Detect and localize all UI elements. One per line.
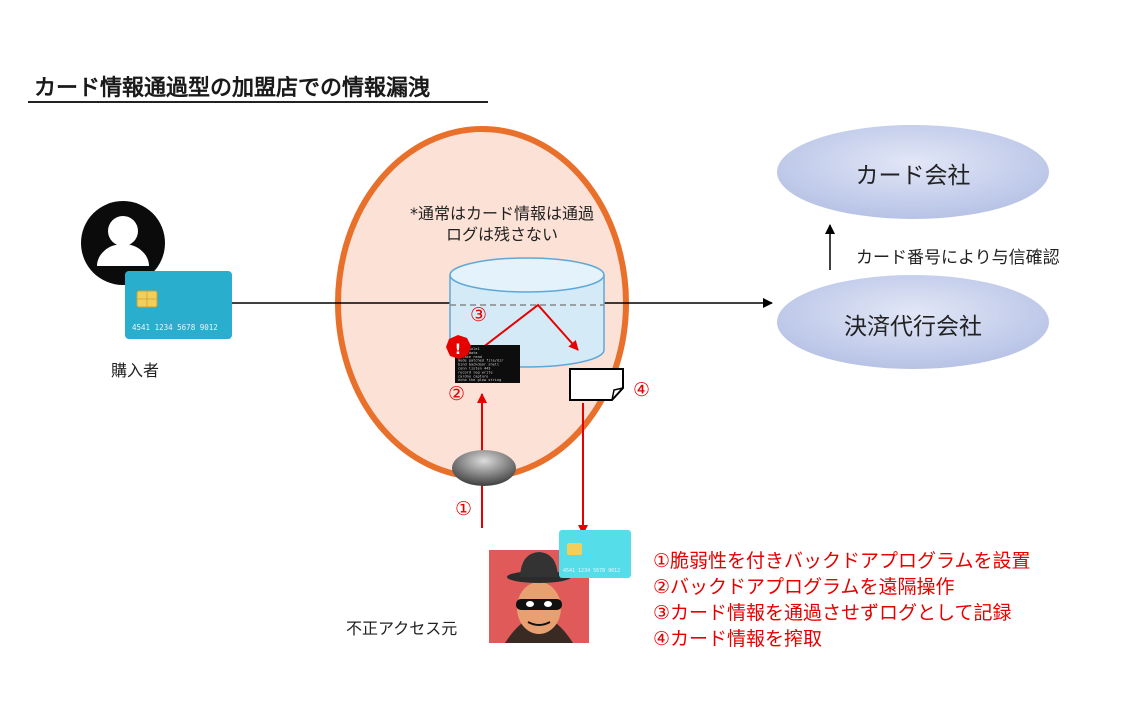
user-avatar-icon: [81, 201, 165, 285]
step-marker-3: ③: [470, 304, 488, 326]
step-marker-4: ④: [633, 379, 651, 401]
terminal-line: conn listen 443: [458, 367, 490, 371]
page-title: カード情報通過型の加盟店での情報漏洩: [34, 76, 431, 101]
step3-red-path: [481, 303, 579, 351]
title-underline: [28, 101, 488, 103]
terminal-line: ptrace read: [458, 355, 482, 359]
step-marker-1: ①: [455, 498, 473, 520]
step-list: ①脆弱性を付きバックドアプログラムを設置 ②バックドアプログラムを遠隔操作 ③カ…: [653, 548, 1030, 652]
terminal-line: mode patched file/dir: [458, 359, 504, 363]
svg-text:4541 1234 5678 9012: 4541 1234 5678 9012: [132, 323, 218, 332]
card-company-label: カード会社: [855, 163, 971, 189]
terminal-line: bind backdoor shell: [458, 363, 499, 367]
step-item-3: ③カード情報を通過させずログとして記録: [653, 602, 1012, 624]
terminal-line: echo the glow string: [458, 378, 501, 382]
credit-card-icon: 4541 1234 5678 9012: [125, 271, 232, 339]
stolen-card-icon: 4541 1234 5678 9012: [559, 530, 631, 578]
warning-icon: !: [446, 335, 471, 359]
step-item-4: ④カード情報を搾取: [653, 628, 823, 650]
document-icon: [569, 368, 624, 401]
step-item-1: ①脆弱性を付きバックドアプログラムを設置: [653, 550, 1031, 572]
card-company-node: [777, 125, 1049, 219]
shop-note-line2: ログは残さない: [445, 225, 558, 244]
svg-text:!: !: [455, 342, 461, 358]
shop-note-line1: *通常はカード情報は通過: [409, 204, 594, 223]
intrusion-hole: [452, 450, 516, 486]
payment-agent-node: [777, 275, 1049, 369]
step-item-2: ②バックドアプログラムを遠隔操作: [653, 576, 955, 598]
buyer-label: 購入者: [111, 361, 160, 380]
payment-agent-label: 決済代行会社: [844, 314, 982, 340]
svg-text:4541 1234 5678 9012: 4541 1234 5678 9012: [563, 568, 620, 574]
shop-note: *通常はカード情報は通過 ログは残さない: [402, 203, 602, 245]
step-marker-2: ②: [448, 383, 466, 405]
terminal-line: record log write: [458, 370, 493, 374]
terminal-line: cardno capture: [458, 374, 488, 378]
attacker-label: 不正アクセス元: [346, 619, 458, 638]
authorization-label: カード番号により与信確認: [856, 248, 1060, 268]
